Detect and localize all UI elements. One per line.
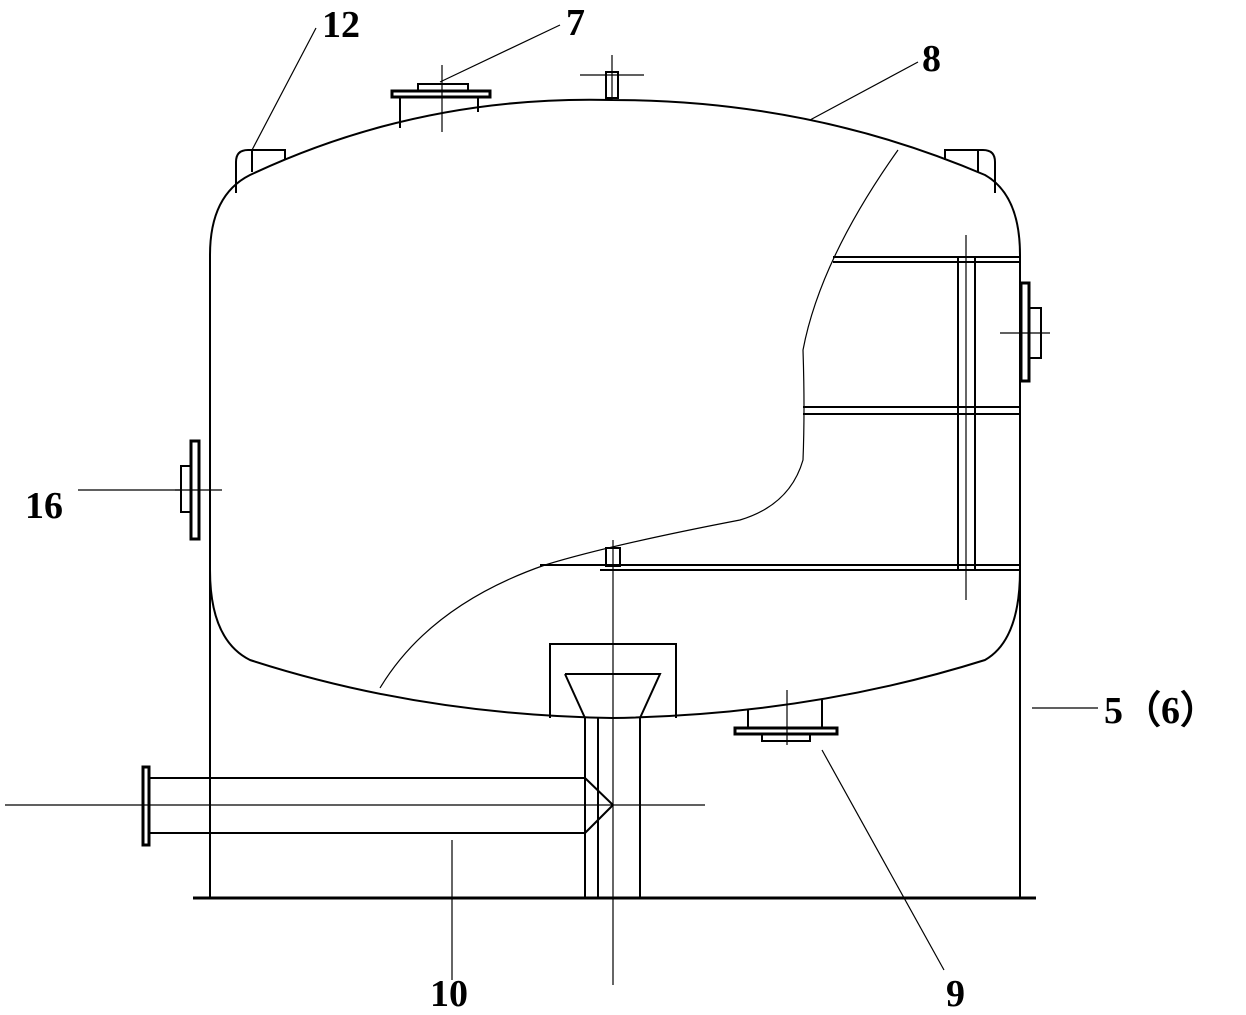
bottom-nozzle <box>733 690 839 745</box>
lifting-lugs <box>235 149 996 193</box>
vessel-shell <box>209 98 1021 720</box>
top-nozzle <box>390 65 492 132</box>
top-vent <box>580 55 644 100</box>
label-part-10: 10 <box>430 973 468 1015</box>
inlet-pipe <box>5 765 705 847</box>
cutaway-curve <box>379 149 899 689</box>
central-pipe <box>549 540 677 985</box>
label-part-5-6: 5（6） <box>1104 690 1219 732</box>
right-flange <box>1000 281 1050 383</box>
label-part-8: 8 <box>922 38 941 80</box>
support-frame <box>193 570 1036 900</box>
label-part-16: 16 <box>25 485 63 527</box>
internal-plates <box>540 256 1020 571</box>
label-part-12: 12 <box>322 4 360 46</box>
label-part-9: 9 <box>946 973 965 1015</box>
left-flange <box>175 439 222 541</box>
label-part-7: 7 <box>566 2 585 44</box>
internal-vertical-plate <box>957 235 976 600</box>
leader-lines <box>78 24 1098 980</box>
